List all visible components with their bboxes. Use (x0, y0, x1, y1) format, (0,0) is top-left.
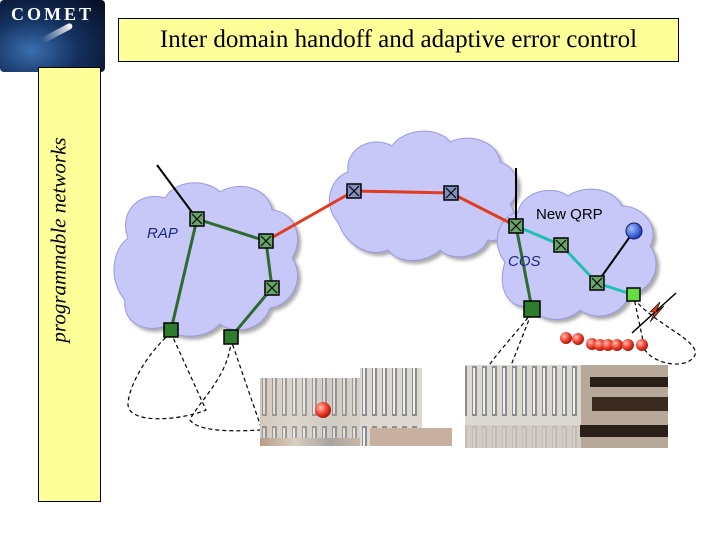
cloud-left (113, 182, 298, 337)
router-right-1 (508, 218, 524, 234)
logo-text: COMET (10, 4, 94, 24)
equipment-photo-left (260, 368, 452, 446)
equipment-photo-right (465, 365, 668, 448)
router-rap (189, 211, 205, 227)
label-new-qrp: New QRP (536, 206, 603, 223)
router-right-3 (589, 275, 605, 291)
sidebar-panel (38, 67, 101, 502)
new-qrp-node (625, 222, 643, 240)
comet-logo: COMET (0, 0, 105, 72)
router-cos (553, 237, 569, 253)
router-left-2 (258, 233, 274, 249)
base-station-1 (163, 322, 179, 338)
router-left-3 (264, 280, 280, 296)
title-box: Inter domain handoff and adaptive error … (118, 18, 679, 62)
label-cos: COS (508, 253, 541, 270)
wireless-link-icon (631, 292, 677, 334)
page-title: Inter domain handoff and adaptive error … (159, 26, 638, 53)
antenna-left (156, 164, 198, 220)
packet-stream (560, 332, 648, 351)
base-station-4 (626, 287, 641, 302)
base-station-2 (223, 329, 239, 345)
base-station-3 (523, 300, 541, 318)
label-rap: RAP (147, 225, 178, 242)
router-core-2 (443, 185, 459, 201)
access-link-cos-host (514, 225, 534, 310)
router-core-1 (346, 183, 362, 199)
access-links-left (169, 217, 274, 338)
cloud-right (496, 188, 657, 320)
backbone-link (265, 189, 517, 243)
antenna-qrp (596, 230, 635, 284)
